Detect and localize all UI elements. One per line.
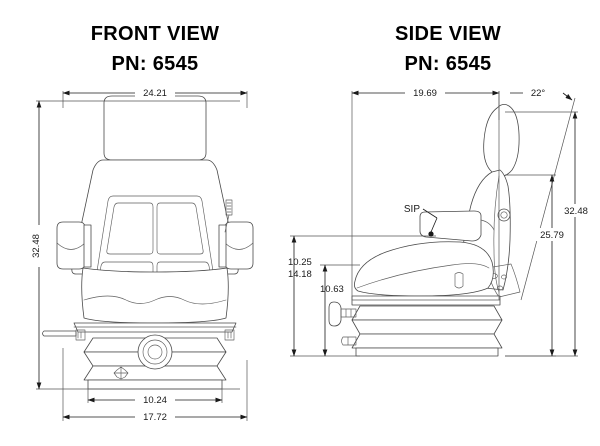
side-headrest bbox=[483, 104, 520, 177]
side-dim-sip-max-value: 14.18 bbox=[288, 269, 312, 280]
front-dim-base-outer-value: 17.72 bbox=[143, 412, 167, 423]
front-side-control-strip bbox=[225, 199, 233, 216]
front-cushion-panel-top-right bbox=[156, 202, 204, 255]
front-seat-pan bbox=[73, 322, 237, 333]
front-dim-base-inner-value: 10.24 bbox=[143, 395, 167, 406]
side-dim-sip-min-value: 10.25 bbox=[288, 257, 312, 268]
side-bracket-hole-3 bbox=[497, 285, 503, 291]
side-bellows-base-plate bbox=[355, 347, 499, 357]
side-release-lever bbox=[341, 336, 357, 346]
sip-label: SIP bbox=[404, 204, 420, 215]
front-suspension-knob-mid bbox=[142, 339, 168, 365]
side-view-title: SIDE VIEW bbox=[395, 23, 501, 45]
front-armrest-right bbox=[224, 221, 254, 270]
side-dim-angle-value: 22° bbox=[531, 88, 546, 99]
front-dim-height-value: 32.48 bbox=[31, 234, 42, 258]
side-dim-overall-height-value: 32.48 bbox=[564, 206, 588, 217]
side-bracket-hole-2 bbox=[501, 274, 507, 280]
side-backrest-seam bbox=[493, 175, 500, 293]
side-view-dimension-backrest-height: 25.79 bbox=[505, 174, 570, 357]
front-view-dimension-base-inner: 10.24 bbox=[87, 389, 223, 406]
side-seat-cushion-seam bbox=[356, 263, 490, 289]
front-armrest-post-right bbox=[218, 224, 227, 268]
side-view-drawing: 19.69 22° 32.48 25.79 bbox=[288, 86, 594, 357]
front-headrest bbox=[103, 95, 207, 161]
front-armrest-post-left bbox=[83, 224, 92, 268]
front-dim-width-value: 24.21 bbox=[143, 88, 167, 99]
side-view-dimension-overall-height: 32.48 bbox=[505, 111, 594, 357]
side-dim-depth-value: 19.69 bbox=[413, 88, 437, 99]
side-dim-backrest-height-value: 25.79 bbox=[540, 230, 564, 241]
side-view-dimension-angle: 22° bbox=[498, 86, 576, 301]
side-seat-pan bbox=[351, 295, 501, 306]
front-armrest-left-detail bbox=[56, 242, 86, 250]
front-slide-lever bbox=[42, 330, 77, 337]
front-side-control-lead bbox=[224, 214, 230, 233]
side-weight-adjust-shaft bbox=[340, 308, 357, 318]
front-mount-bracket-right bbox=[224, 329, 235, 341]
front-bellows-fold-3 bbox=[83, 365, 227, 381]
front-armrest-left bbox=[56, 221, 86, 270]
front-view-part-number: PN: 6545 bbox=[112, 53, 199, 75]
front-cushion-panel-top-left bbox=[106, 202, 154, 255]
front-suspension-knob-inner bbox=[147, 344, 163, 360]
front-view-title: FRONT VIEW bbox=[91, 23, 220, 45]
side-backrest-pivot-inner bbox=[500, 211, 508, 219]
front-seat-cushion bbox=[81, 267, 229, 324]
side-armrest bbox=[419, 210, 482, 242]
side-seat-cushion bbox=[354, 241, 494, 297]
front-valve-fitting bbox=[113, 366, 129, 380]
side-bellows-fold-2 bbox=[351, 319, 503, 335]
side-bellows-fold-1 bbox=[351, 305, 503, 321]
front-view-dimension-overall-height: 32.48 bbox=[31, 100, 240, 390]
side-view-dimension-cushion-height: 10.63 bbox=[320, 264, 360, 357]
side-weight-adjust-knob bbox=[328, 301, 342, 327]
side-armrest-pivot-line bbox=[480, 219, 495, 231]
side-view-title-group: SIDE VIEW PN: 6545 bbox=[395, 23, 501, 75]
front-bellows-base-plate bbox=[87, 379, 223, 390]
front-view-title-group: FRONT VIEW PN: 6545 bbox=[91, 23, 220, 75]
front-armrest-right-detail bbox=[224, 242, 254, 250]
front-view-dimension-overall-width: 24.21 bbox=[62, 86, 248, 108]
side-seat-cushion-cup bbox=[454, 272, 464, 289]
side-view-part-number: PN: 6545 bbox=[405, 53, 492, 75]
side-bellows-fold-3 bbox=[351, 333, 503, 349]
side-backrest-pivot-outer bbox=[497, 208, 511, 222]
sip-point-marker bbox=[428, 231, 434, 237]
front-seat-cushion-crease bbox=[83, 295, 227, 305]
front-backrest-shell bbox=[71, 159, 239, 275]
front-view-drawing: 24.21 32.48 10.24 17.72 bbox=[31, 86, 254, 423]
front-slide-lever-bracket bbox=[75, 329, 86, 341]
front-view-dimension-base-outer: 17.72 bbox=[62, 348, 248, 423]
side-dim-cushion-height-value: 10.63 bbox=[320, 284, 344, 295]
side-view-sip-annotation: SIP bbox=[404, 204, 438, 237]
